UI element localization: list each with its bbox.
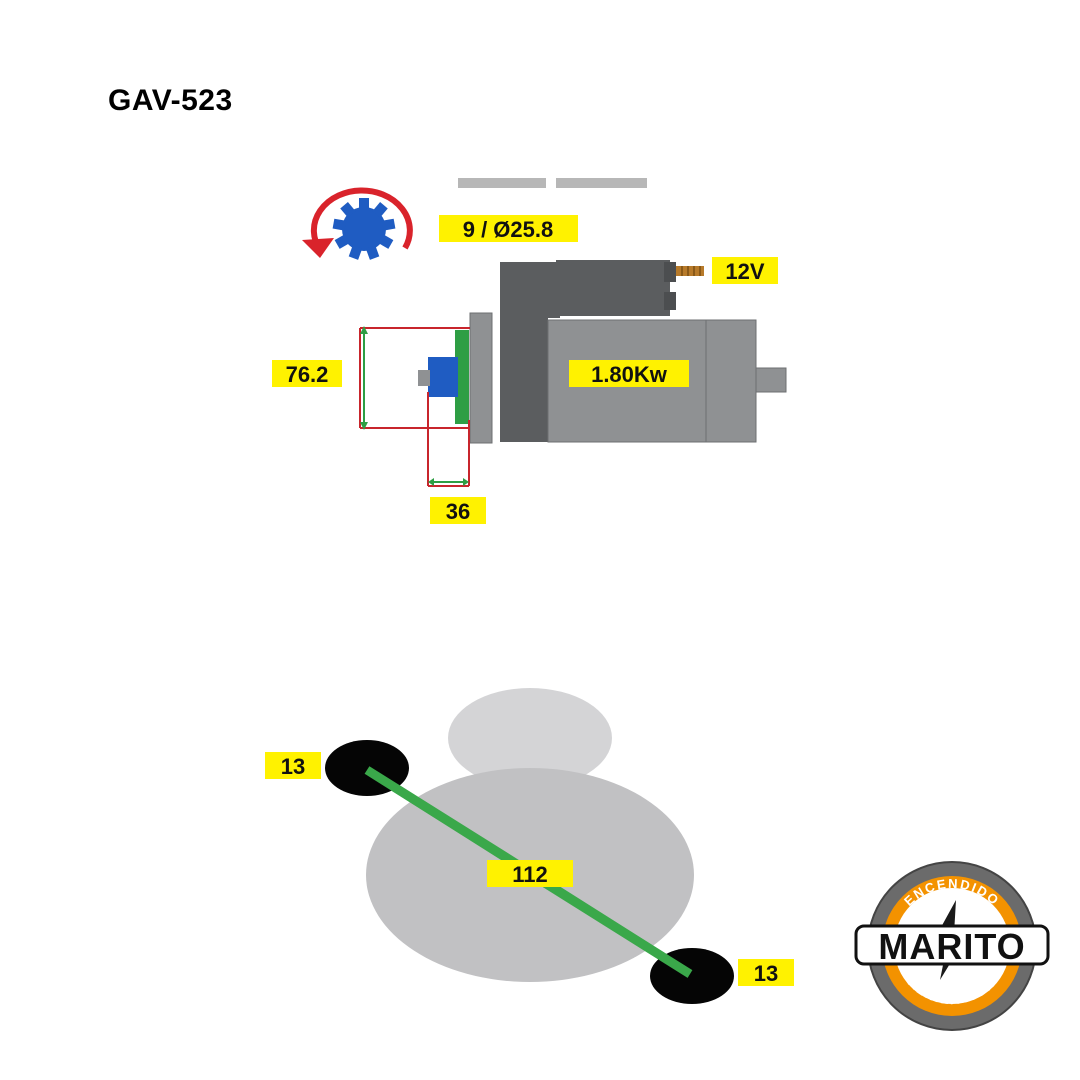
pinion-label-bg: [439, 215, 578, 242]
rear-shaft: [755, 367, 787, 393]
hole-left-label: 13: [281, 754, 305, 779]
hole-right-label: 13: [754, 961, 778, 986]
flange-diameter-label: 76.2: [286, 362, 329, 387]
marito-logo: ENCENDIDO ALINEACION MARITO: [854, 861, 1050, 1031]
pinion-gear: [428, 357, 458, 397]
voltage-label-bg: [712, 257, 778, 284]
flange-face-indicator: [455, 330, 469, 424]
pinion-offset-label: 36: [446, 499, 470, 524]
pinion-gear-icon: [332, 198, 396, 260]
flange-plate: [469, 312, 493, 444]
hole-spacing-label: 112: [512, 862, 548, 887]
pinion-offset-dimension: [427, 392, 470, 487]
power-label-bg: [569, 360, 689, 387]
starter-motor: [418, 260, 787, 444]
hole-spacing-label-bg: [487, 860, 573, 887]
flange-diameter-dimension: [359, 326, 470, 430]
terminal-stud-icon: [676, 266, 704, 276]
header-tab-left: [458, 178, 546, 188]
end-cap: [705, 319, 757, 443]
power-label: 1.80Kw: [591, 362, 668, 387]
mount-nose-circle: [448, 688, 612, 788]
mounting-diagram: [325, 688, 734, 1004]
logo-main-text: MARITO: [878, 926, 1025, 967]
pinion-label: 9 / Ø25.8: [463, 217, 554, 242]
pinion-offset-label-bg: [430, 497, 486, 524]
hole-right-label-bg: [738, 959, 794, 986]
solenoid: [556, 260, 670, 316]
voltage-label: 12V: [725, 259, 764, 284]
hole-left-label-bg: [265, 752, 321, 779]
rotation-direction-icon: [302, 187, 413, 258]
header-tab-right: [556, 178, 647, 188]
part-number-title: GAV-523: [108, 84, 233, 117]
flange-diameter-label-bg: [272, 360, 342, 387]
